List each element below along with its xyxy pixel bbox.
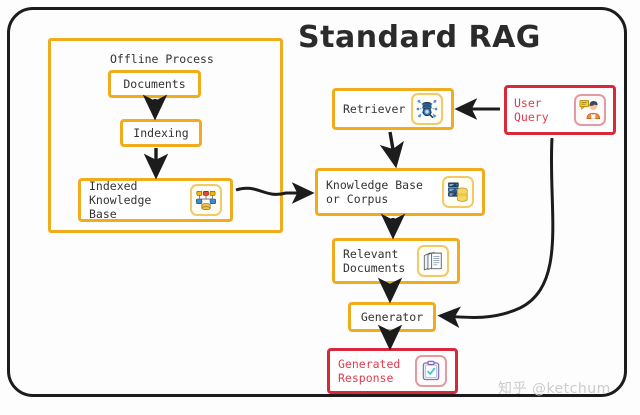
node-generator-label: Generator bbox=[360, 310, 424, 324]
node-user-query[interactable]: User Query bbox=[504, 85, 616, 135]
offline-process-group bbox=[48, 38, 283, 233]
node-user-query-label: User Query bbox=[514, 96, 549, 124]
node-relevant-documents[interactable]: Relevant Documents bbox=[332, 238, 460, 284]
page-title: Standard RAG bbox=[298, 20, 541, 55]
node-generated-response[interactable]: Generated Response bbox=[327, 348, 458, 394]
node-knowledge-base[interactable]: Knowledge Base or Corpus bbox=[315, 168, 485, 216]
stacked-documents-icon bbox=[417, 245, 449, 277]
clipboard-check-icon bbox=[415, 355, 447, 387]
node-indexing-label: Indexing bbox=[133, 126, 189, 140]
node-documents-label: Documents bbox=[123, 77, 186, 91]
node-indexed-knowledge-base[interactable]: Indexed Knowledge Base bbox=[78, 178, 233, 222]
watermark: 知乎 @ketchum bbox=[498, 381, 611, 397]
node-retriever[interactable]: Retriever bbox=[332, 88, 454, 130]
server-database-icon bbox=[442, 176, 474, 208]
node-retriever-label: Retriever bbox=[343, 102, 406, 116]
outer-frame bbox=[7, 7, 627, 397]
network-graph-icon bbox=[190, 184, 222, 216]
node-relevant-documents-label: Relevant Documents bbox=[343, 247, 406, 275]
node-indexing[interactable]: Indexing bbox=[120, 119, 202, 147]
node-generator[interactable]: Generator bbox=[348, 302, 436, 332]
offline-process-title: Offline Process bbox=[110, 52, 214, 66]
node-indexed-knowledge-base-label: Indexed Knowledge Base bbox=[89, 179, 152, 221]
node-documents[interactable]: Documents bbox=[108, 70, 201, 98]
database-search-icon bbox=[411, 93, 444, 125]
node-generated-response-label: Generated Response bbox=[338, 357, 401, 385]
node-knowledge-base-label: Knowledge Base or Corpus bbox=[326, 178, 423, 206]
user-speech-bubble-icon bbox=[574, 94, 606, 126]
